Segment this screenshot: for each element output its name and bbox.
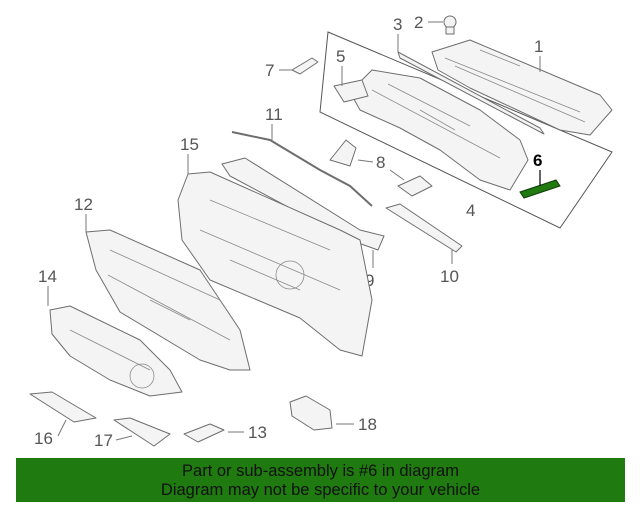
banner-line-disclaimer: Diagram may not be specific to your vehi… [160, 481, 481, 499]
part-7-bracket[interactable] [291, 57, 319, 75]
callout-11: 11 [265, 105, 283, 124]
part-8-brace[interactable] [329, 139, 433, 197]
leader-16 [57, 419, 67, 437]
leader-8b [389, 169, 405, 181]
callout-3: 3 [393, 15, 402, 34]
part-15-dash-panel[interactable] [177, 171, 373, 357]
part-11-rod[interactable] [231, 131, 373, 207]
callout-4: 4 [466, 201, 475, 220]
part-4-cowl-inner-panel[interactable] [349, 69, 529, 191]
part-13-bracket[interactable] [183, 423, 225, 443]
callout-7: 7 [265, 61, 274, 80]
callout-1: 1 [534, 37, 543, 56]
part-17-insulator[interactable] [113, 417, 171, 447]
callout-15: 15 [180, 135, 199, 154]
callout-8: 8 [376, 153, 385, 172]
leader-17 [115, 435, 133, 441]
assembly-frame [319, 31, 613, 229]
part-12-dash-silencer[interactable] [85, 229, 251, 371]
leader-8 [357, 159, 374, 163]
callout-16: 16 [34, 429, 53, 448]
part-info-banner: Part or sub-assembly is #6 in diagram Di… [16, 458, 625, 502]
part-9-cross-member[interactable] [221, 157, 385, 251]
callout-12: 12 [74, 195, 93, 214]
part-14-inner-silencer[interactable] [49, 305, 183, 397]
exploded-parts-diagram: 1 2 3 4 5 6 [29, 13, 613, 450]
callout-6: 6 [533, 151, 542, 170]
callout-18: 18 [358, 415, 377, 434]
callout-14: 14 [38, 267, 57, 286]
callout-5: 5 [336, 47, 345, 66]
callout-2: 2 [414, 13, 423, 32]
banner-line-part-number: Part or sub-assembly is #6 in diagram [182, 462, 459, 480]
part-16-insulator[interactable] [29, 391, 97, 423]
part-6-reinforcement-highlighted[interactable] [519, 179, 561, 199]
callout-13: 13 [248, 423, 267, 442]
part-2-clip[interactable] [443, 15, 457, 35]
callout-10: 10 [440, 267, 459, 286]
part-10-brace[interactable] [385, 203, 463, 253]
part-3-seal-strip[interactable] [397, 51, 545, 135]
part-1-cowl-panel[interactable] [431, 39, 613, 136]
callout-17: 17 [94, 431, 113, 450]
callout-9: 9 [365, 271, 374, 290]
part-18-bracket[interactable] [289, 395, 333, 431]
